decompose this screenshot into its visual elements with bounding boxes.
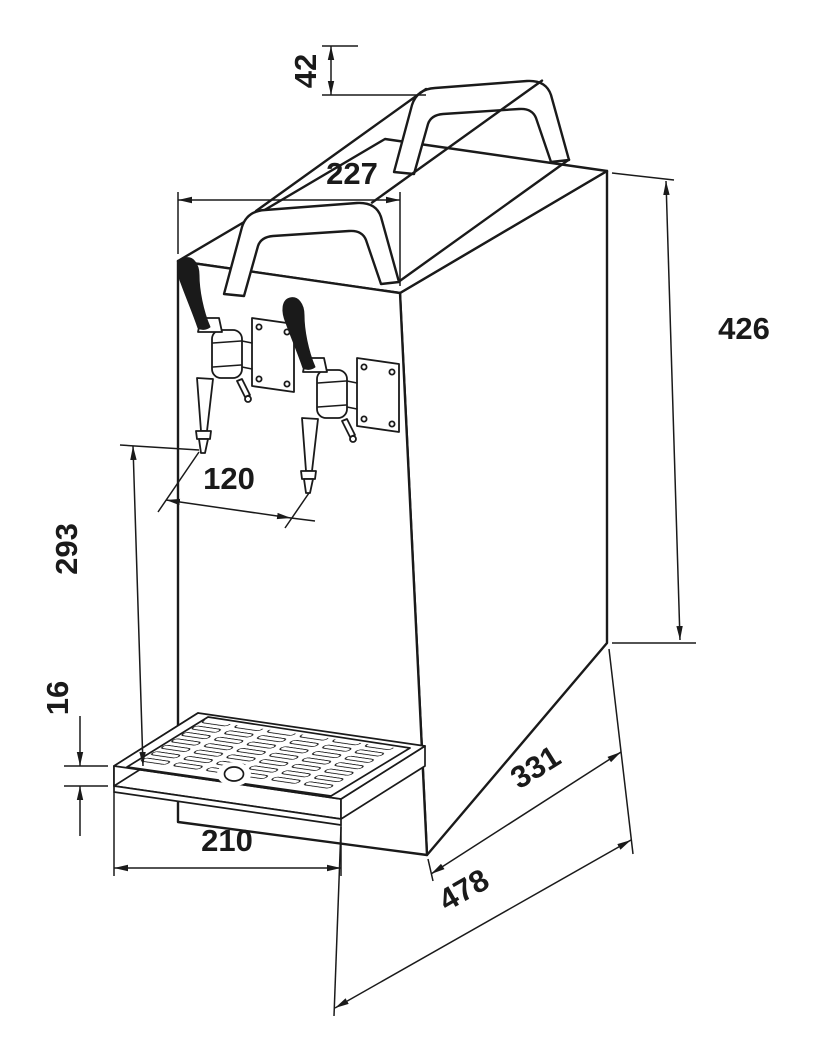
- dimension-label-478: 478: [433, 862, 495, 918]
- dimension-line: [165, 498, 292, 520]
- tap-left: [177, 257, 295, 454]
- dimension-line: [663, 180, 683, 641]
- dimension-label-16: 16: [40, 681, 75, 715]
- dim-tap-spacing: 120: [157, 451, 316, 529]
- dimension-label-426: 426: [718, 311, 770, 346]
- tap-compensator-lever: [236, 378, 251, 398]
- tap-nozzle-ring: [195, 430, 212, 440]
- extension-line: [64, 765, 108, 787]
- tap-backplate: [251, 317, 295, 393]
- dimension-line-overshoot: [290, 517, 316, 522]
- extension-line: [322, 45, 426, 96]
- drip-tray: [113, 712, 426, 826]
- tap-bolt: [255, 323, 263, 331]
- extension-line: [157, 451, 310, 529]
- tap-bolt: [283, 380, 291, 388]
- handle-edge-left: [254, 87, 428, 213]
- tap-body-ring: [212, 340, 242, 368]
- dim-spout-clearance: 293: [49, 444, 200, 767]
- carry-handle: [222, 79, 571, 298]
- dim-tray-height: 16: [40, 681, 108, 836]
- tap-compensator-knob: [244, 395, 252, 403]
- tap-handle-grip: [177, 257, 211, 330]
- handle-near-outline: [222, 201, 401, 298]
- dim-handle-height: 42: [288, 45, 426, 96]
- handle-edge-foot: [397, 158, 571, 283]
- tap-shank: [241, 340, 253, 370]
- dimension-label-210: 210: [201, 823, 253, 858]
- extension-line: [119, 444, 200, 451]
- dimension-label-293: 293: [49, 523, 84, 575]
- dimension-line: [130, 445, 146, 767]
- dim-body-height: 426: [611, 172, 770, 644]
- dim-body-width: 227: [177, 156, 401, 286]
- extension-line: [333, 826, 342, 1017]
- tap-nozzle-tip: [198, 438, 209, 454]
- tap-bolt: [255, 375, 263, 383]
- dim-total-depth: 478: [333, 826, 632, 1017]
- extension-line: [611, 172, 696, 644]
- dimension-line: [334, 839, 632, 1009]
- dimension-label-120: 120: [203, 461, 255, 496]
- tray-drain-hole: [223, 766, 245, 782]
- dimension-label-227: 227: [326, 156, 378, 191]
- dimension-label-42: 42: [288, 54, 323, 88]
- handle-edge-right: [370, 79, 544, 204]
- tray-grate: [136, 720, 395, 790]
- tap-body: [211, 329, 243, 379]
